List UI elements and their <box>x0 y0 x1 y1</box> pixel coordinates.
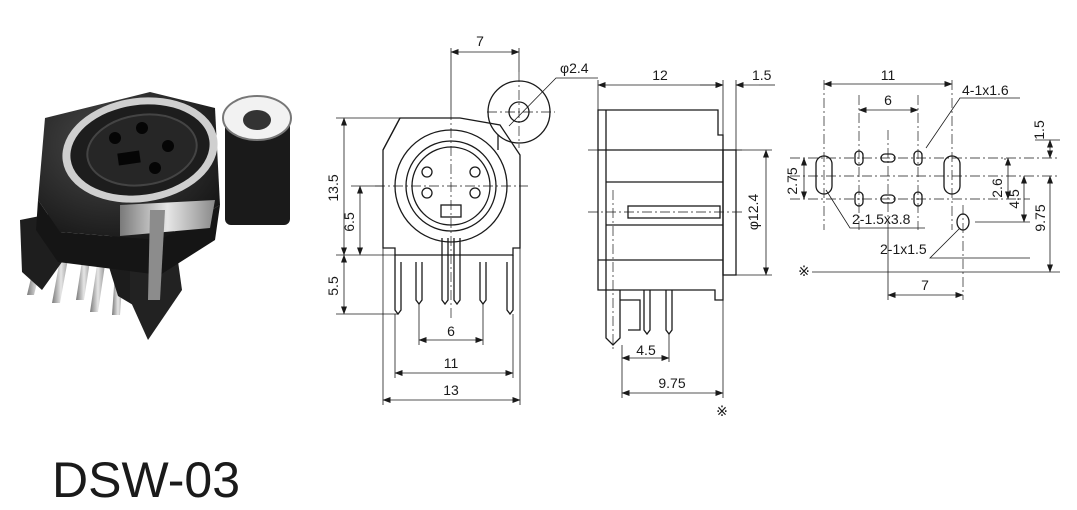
dim-peg-offset: 4.5 <box>1006 189 1022 209</box>
front-view: 7 φ2.4 13.5 6.5 5.5 6 11 13 <box>325 33 598 405</box>
dim-hole-dia: φ2.4 <box>560 60 589 76</box>
product-photo <box>20 92 292 340</box>
dim-center-height: 6.5 <box>341 212 357 232</box>
label-small-holes: 4-1x1.6 <box>962 82 1009 98</box>
model-title: DSW-03 <box>52 452 240 508</box>
side-ref-mark: ※ <box>716 403 728 419</box>
dim-body-width: 13 <box>443 382 459 398</box>
label-pegs: 2-1x1.5 <box>880 241 927 257</box>
dim-pin-pitch: 6 <box>447 323 455 339</box>
pcb-layout: 11 6 4-1x1.6 1.5 2.75 2.6 4.5 9.75 2-1.5… <box>784 67 1060 300</box>
dim-outer-span: 11 <box>881 67 896 83</box>
dim-leg-span: 11 <box>444 355 459 371</box>
dim-depth: 12 <box>652 67 668 83</box>
dim-top-offset: 1.5 <box>1031 120 1047 140</box>
dim-height: 13.5 <box>325 174 341 201</box>
dim-top-width: 7 <box>476 33 484 49</box>
dim-peg-depth: 9.75 <box>1032 204 1048 231</box>
dim-pin-offset: 4.5 <box>636 342 656 358</box>
dim-slot-offset: 2.75 <box>784 167 800 194</box>
dim-flange: 1.5 <box>752 67 772 83</box>
dim-pin-depth: 9.75 <box>658 375 685 391</box>
label-slots: 2-1.5x3.8 <box>852 211 911 227</box>
dim-face-dia: φ12.4 <box>745 194 761 231</box>
dim-leg-length: 5.5 <box>325 276 341 296</box>
dim-row-pitch: 2.6 <box>989 178 1005 198</box>
side-view: 12 1.5 φ12.4 4.5 9.75 ※ <box>588 67 775 419</box>
dim-inner-pitch: 6 <box>884 92 892 108</box>
pcb-ref-mark: ※ <box>798 263 810 279</box>
dim-peg-span: 7 <box>921 277 929 293</box>
